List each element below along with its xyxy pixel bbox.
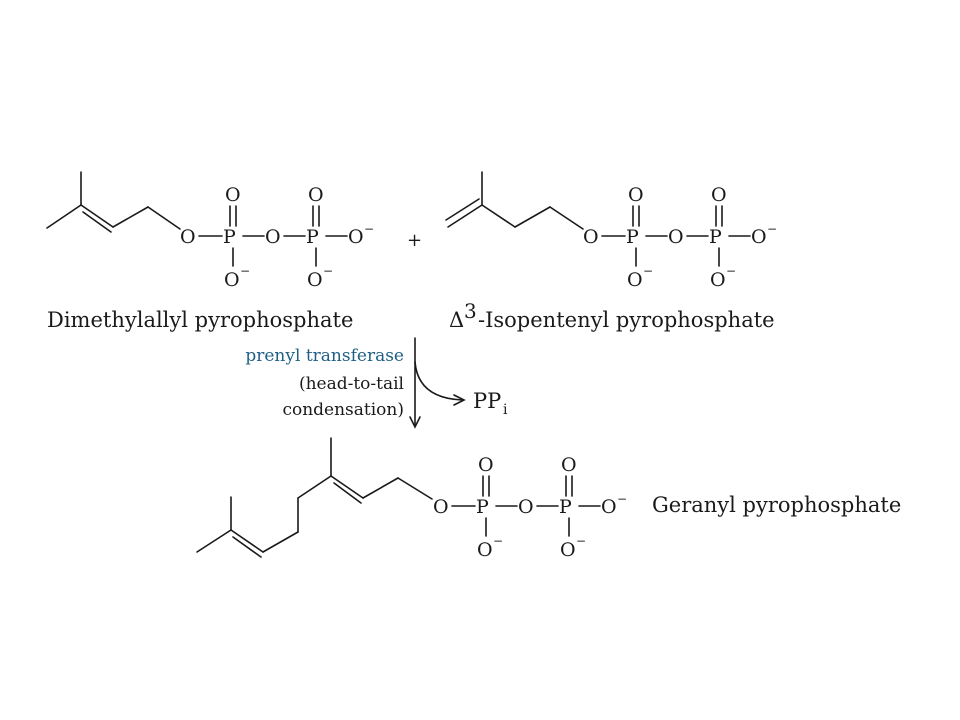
delta-symbol: Δ bbox=[449, 308, 464, 332]
atom-p: P bbox=[476, 496, 489, 518]
charge-minus: − bbox=[726, 264, 736, 278]
atom-o-double: O bbox=[308, 184, 324, 206]
byproduct-subscript: i bbox=[503, 402, 508, 418]
reactant1-name: Dimethylallyl pyrophosphate bbox=[47, 308, 353, 332]
reactant2-name: Δ 3 -Isopentenyl pyrophosphate bbox=[449, 299, 775, 332]
delta-superscript: 3 bbox=[464, 299, 477, 323]
charge-minus: − bbox=[493, 534, 503, 548]
atom-p: P bbox=[709, 226, 722, 248]
atom-p: P bbox=[223, 226, 236, 248]
atom-o-bridge: O bbox=[265, 226, 281, 248]
atom-o-double: O bbox=[478, 454, 494, 476]
atom-o-minus: O bbox=[307, 269, 323, 291]
pyrophosphate-group-2: O P O O − O P O O − O − bbox=[583, 184, 777, 291]
atom-o-bridge: O bbox=[433, 496, 449, 518]
product-name: Geranyl pyrophosphate bbox=[652, 493, 901, 517]
plus-sign: + bbox=[407, 230, 422, 251]
charge-minus: − bbox=[240, 264, 250, 278]
atom-o-minus: O bbox=[751, 226, 767, 248]
atom-o-double: O bbox=[628, 184, 644, 206]
dimethylallyl-structure bbox=[46, 171, 181, 233]
pyrophosphate-group-1: O P O O − O P O O − O − bbox=[180, 184, 374, 291]
atom-o-bridge: O bbox=[518, 496, 534, 518]
reactant2-name-text: -Isopentenyl pyrophosphate bbox=[478, 308, 775, 332]
atom-o-double: O bbox=[225, 184, 241, 206]
atom-p: P bbox=[306, 226, 319, 248]
atom-o-minus: O bbox=[224, 269, 240, 291]
atom-o-double: O bbox=[711, 184, 727, 206]
atom-o-minus: O bbox=[348, 226, 364, 248]
atom-o-bridge: O bbox=[583, 226, 599, 248]
enzyme-name: prenyl transferase bbox=[245, 346, 404, 366]
atom-p: P bbox=[559, 496, 572, 518]
atom-o-double: O bbox=[561, 454, 577, 476]
atom-o-minus: O bbox=[710, 269, 726, 291]
byproduct-pp: PP bbox=[473, 389, 501, 413]
enzyme-line3: condensation) bbox=[282, 400, 404, 420]
atom-o-bridge: O bbox=[180, 226, 196, 248]
atom-o-minus: O bbox=[560, 539, 576, 561]
atom-o-bridge: O bbox=[668, 226, 684, 248]
enzyme-label: prenyl transferase (head-to-tail condens… bbox=[245, 346, 404, 420]
geranyl-structure bbox=[196, 437, 433, 558]
pyrophosphate-group-3: O P O O − O P O O − O − bbox=[433, 454, 627, 561]
atom-o-minus: O bbox=[601, 496, 617, 518]
charge-minus: − bbox=[767, 222, 777, 236]
charge-minus: − bbox=[643, 264, 653, 278]
byproduct-label: PP i bbox=[473, 389, 508, 418]
enzyme-line2: (head-to-tail bbox=[299, 374, 404, 394]
atom-o-minus: O bbox=[627, 269, 643, 291]
charge-minus: − bbox=[323, 264, 333, 278]
atom-p: P bbox=[626, 226, 639, 248]
charge-minus: − bbox=[617, 492, 627, 506]
isopentenyl-structure bbox=[445, 171, 584, 230]
atom-o-minus: O bbox=[477, 539, 493, 561]
charge-minus: − bbox=[576, 534, 586, 548]
charge-minus: − bbox=[364, 222, 374, 236]
reaction-arrow bbox=[409, 337, 466, 429]
